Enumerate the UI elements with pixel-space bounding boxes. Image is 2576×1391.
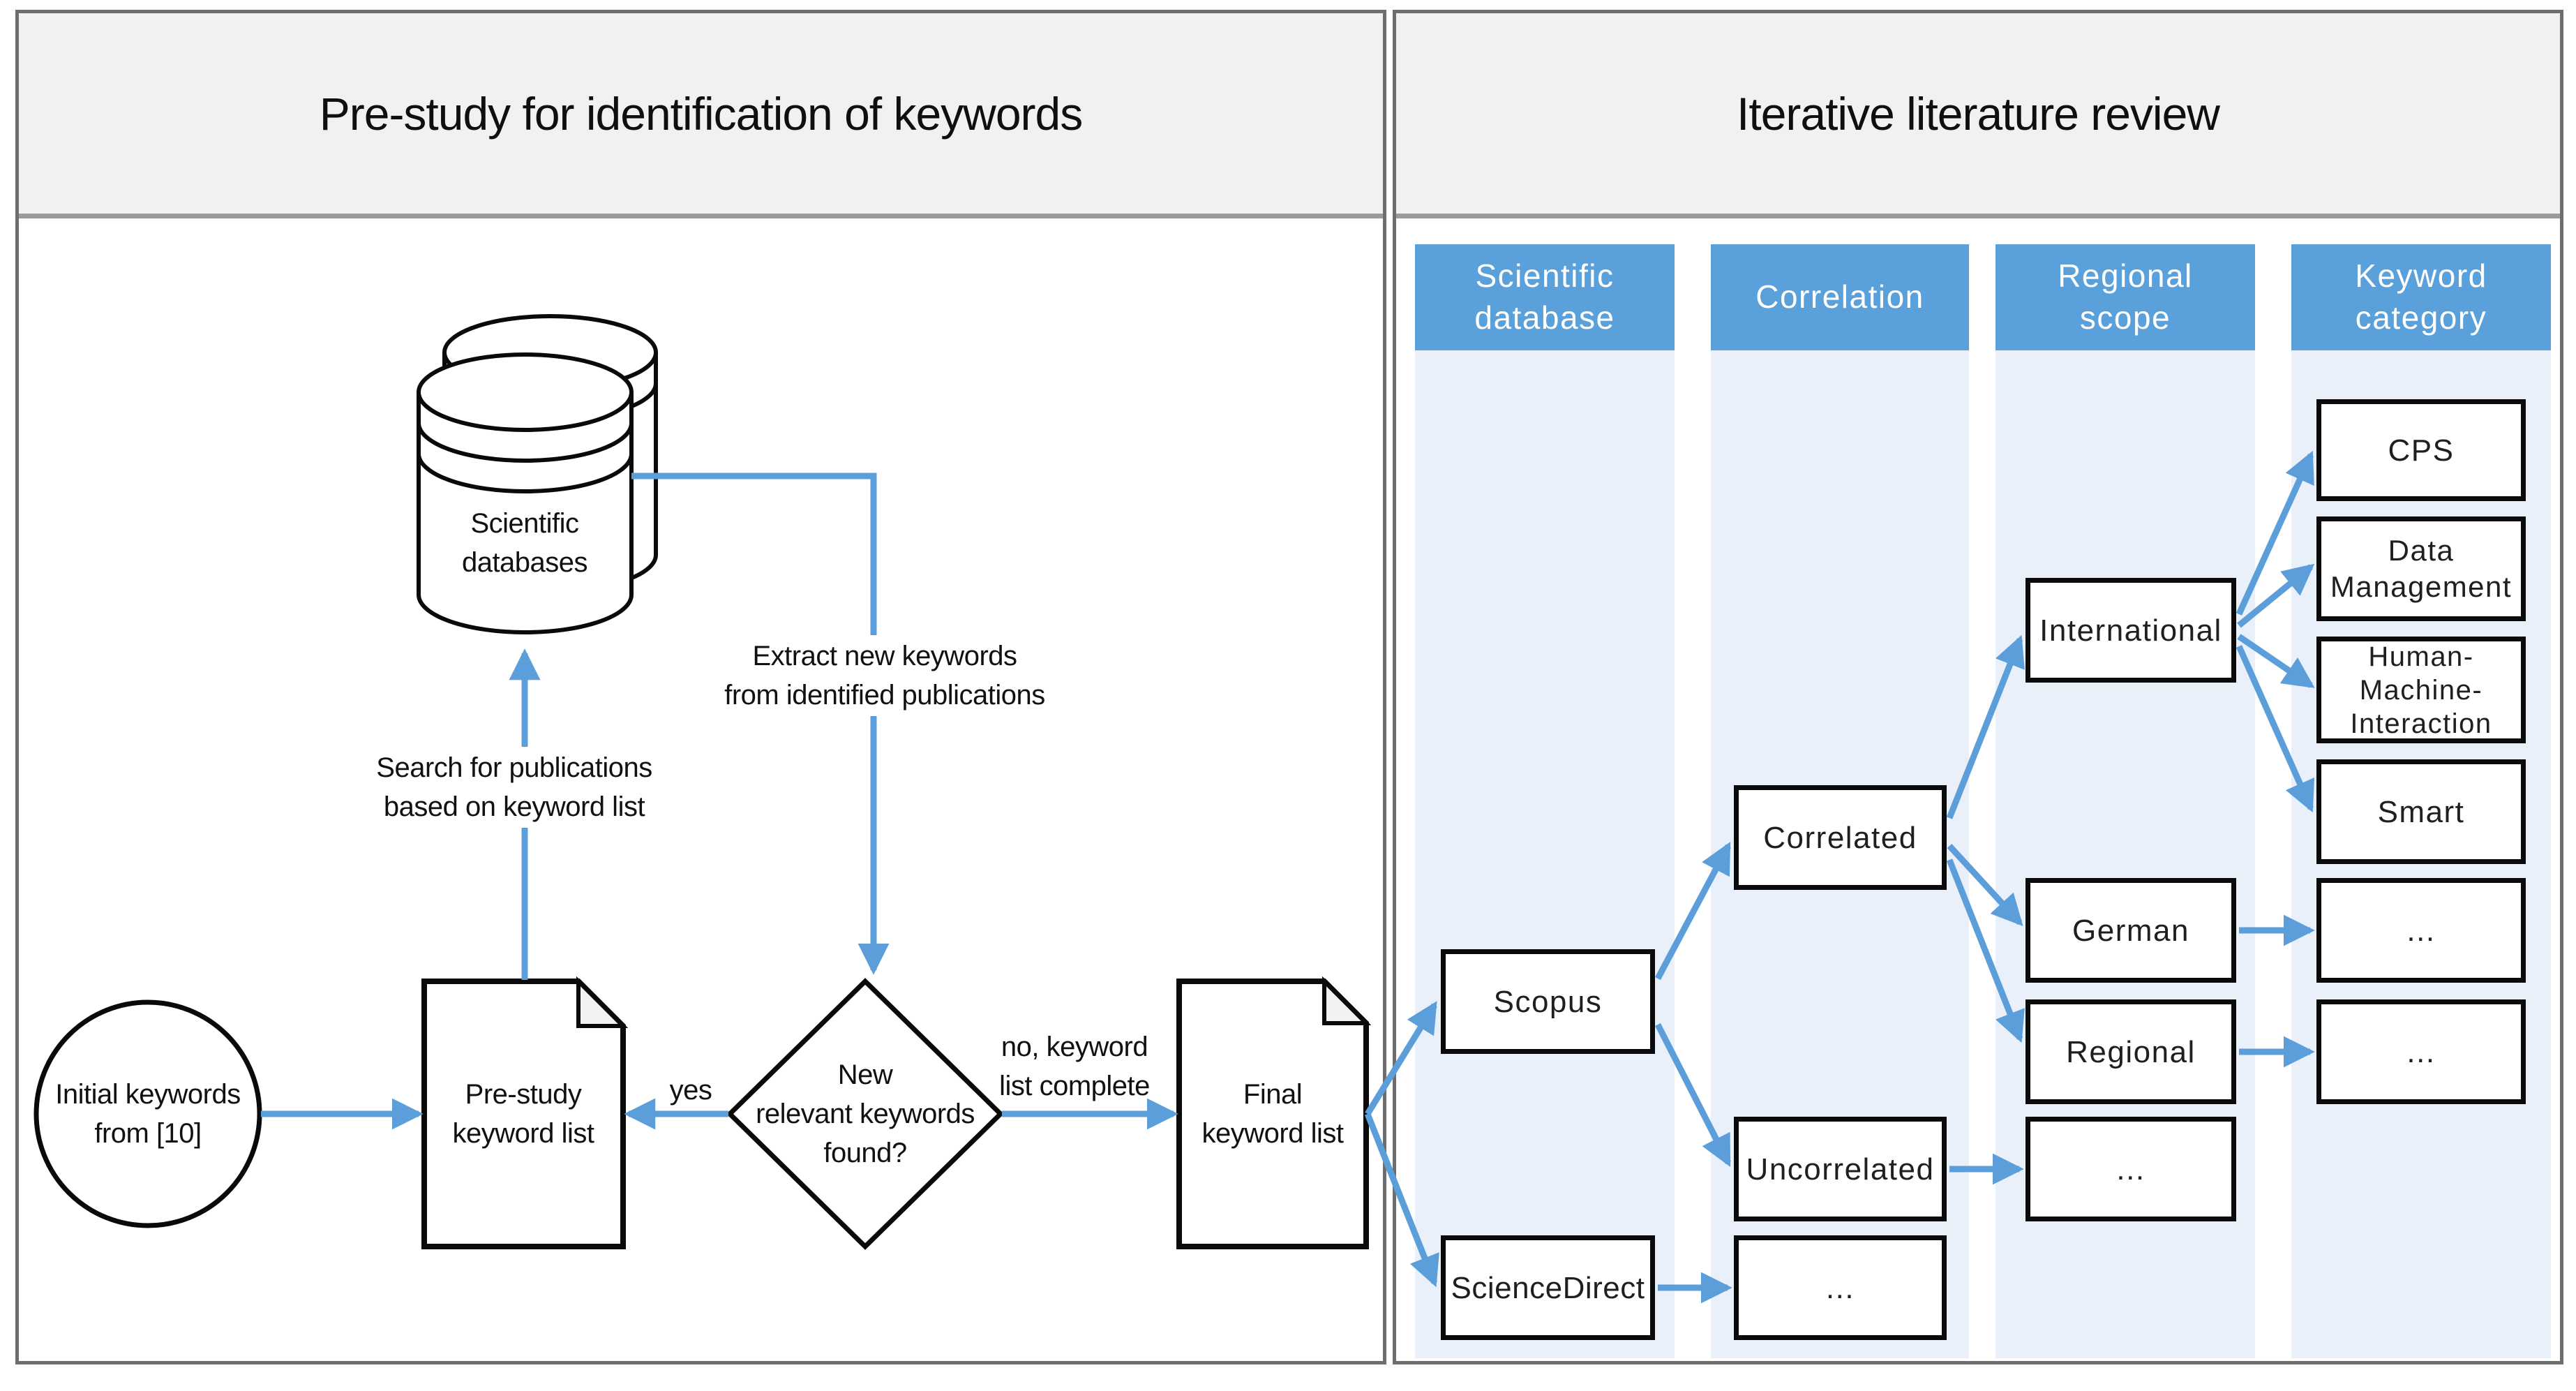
no-edge-label: no, keyword list complete xyxy=(999,1032,1150,1101)
node-keyword-more-regional: ... xyxy=(2316,999,2526,1104)
node-correlated: Correlated xyxy=(1734,785,1947,890)
prestudy-document-shape xyxy=(421,976,629,1249)
arrow-correlated-to-regional xyxy=(1946,858,2025,1043)
decision-diamond xyxy=(726,978,1005,1250)
arrow-final-to-scopus xyxy=(1365,1001,1437,1116)
arrow-databases-to-decision xyxy=(631,473,890,975)
arrow-correlated-to-international xyxy=(1946,634,2025,819)
scientific-databases-label: Scientific databases xyxy=(461,508,588,578)
column-bg-scientific-database xyxy=(1415,244,1675,1358)
node-data-management: Data Management xyxy=(2316,516,2526,621)
arrow-international-to-smart xyxy=(2236,645,2315,813)
initial-keywords-circle xyxy=(33,999,262,1228)
arrow-final-to-sciencedirect xyxy=(1364,1113,1439,1288)
arrow-international-to-data-management xyxy=(2237,563,2315,628)
node-international: International xyxy=(2025,578,2236,683)
node-cps: CPS xyxy=(2316,399,2526,501)
arrow-international-to-hmi xyxy=(2237,634,2315,688)
arrow-international-to-cps xyxy=(2236,450,2314,616)
review-title-band: Iterative literature review xyxy=(1396,13,2560,218)
node-german: German xyxy=(2025,878,2236,983)
prestudy-panel-title: Pre-study for identification of keywords xyxy=(319,87,1084,140)
node-keyword-more-german: ... xyxy=(2316,878,2526,983)
column-header-scientific-database: Scientific database xyxy=(1415,244,1675,350)
node-human-machine-interaction: Human- Machine- Interaction xyxy=(2316,637,2526,743)
node-regional: Regional xyxy=(2025,999,2236,1104)
initial-keywords-label: Initial keywords from [10] xyxy=(55,1079,241,1149)
prestudy-title-band: Pre-study for identification of keywords xyxy=(19,13,1383,218)
database-cylinder-icon xyxy=(417,314,658,634)
node-regional-scope-more: ... xyxy=(2025,1117,2236,1221)
arrow-scopus-to-correlated xyxy=(1655,842,1731,981)
prestudy-keyword-list-label: Pre-study keyword list xyxy=(452,1079,594,1149)
final-document-shape xyxy=(1176,976,1372,1249)
final-keyword-list-label: Final keyword list xyxy=(1201,1079,1344,1149)
extract-edge-label: Extract new keywords from identified pub… xyxy=(719,635,1051,716)
decision-label: New relevant keywords found? xyxy=(756,1059,975,1168)
node-sciencedirect: ScienceDirect xyxy=(1441,1235,1655,1340)
search-edge-label: Search for publications based on keyword… xyxy=(370,747,658,828)
arrow-correlated-to-german xyxy=(1947,843,2023,926)
node-smart: Smart xyxy=(2316,759,2526,864)
yes-edge-label: yes xyxy=(669,1075,712,1106)
node-uncorrelated: Uncorrelated xyxy=(1734,1117,1947,1221)
arrow-scopus-to-uncorrelated xyxy=(1654,1022,1732,1168)
column-header-correlation: Correlation xyxy=(1711,244,1969,350)
column-header-regional-scope: Regional scope xyxy=(1995,244,2255,350)
review-panel-title: Iterative literature review xyxy=(1737,87,2220,140)
column-header-keyword-category: Keyword category xyxy=(2291,244,2551,350)
node-scopus: Scopus xyxy=(1441,949,1655,1054)
node-correlation-more: ... xyxy=(1734,1235,1947,1340)
